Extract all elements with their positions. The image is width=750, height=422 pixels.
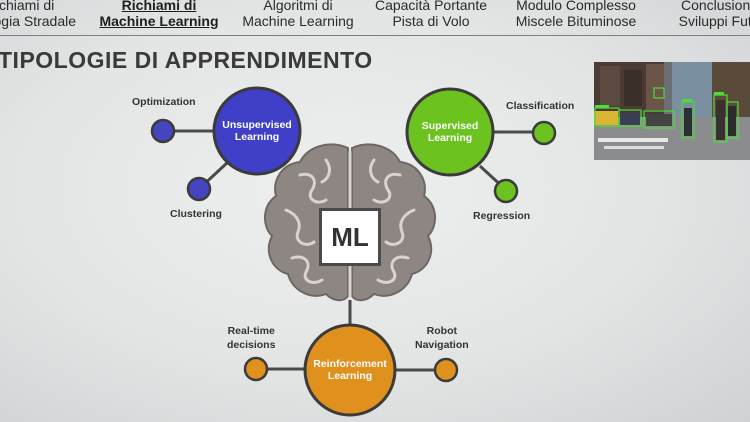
optimization-label: Optimization	[132, 96, 196, 108]
reinforcement-label-line2: Learning	[327, 370, 373, 382]
top-navigation: Richiami di Geologia Stradale Richiami d…	[0, 0, 750, 36]
realtime-decisions-label: Real-time decisions	[227, 324, 275, 352]
nav-item-capacita-portante[interactable]: Capacità Portante Pista di Volo	[366, 0, 496, 29]
nav-item-line1: Algoritmi di	[263, 0, 333, 13]
regression-dot	[493, 178, 519, 204]
unsupervised-label-line1: Unsupervised	[222, 119, 292, 131]
reinforcement-node-circle	[303, 323, 397, 417]
nav-item-geologia-stradale[interactable]: Richiami di Geologia Stradale	[0, 0, 82, 29]
object-detection-photo	[594, 62, 750, 160]
realtime-decisions-line1: Real-time	[227, 325, 275, 337]
regression-label: Regression	[473, 210, 531, 222]
nav-item-conclusioni[interactable]: Conclusioni e Sviluppi Futuri	[664, 0, 750, 29]
nav-item-line2: Sviluppi Futuri	[678, 13, 750, 29]
unsupervised-label-line2: Learning	[234, 131, 280, 143]
unsupervised-node-circle	[212, 86, 302, 176]
supervised-label: Supervised Learning	[410, 120, 490, 144]
realtime-decisions-line2: decisions	[227, 339, 276, 351]
classification-dot	[531, 120, 557, 146]
nav-item-modulo-complesso[interactable]: Modulo Complesso Miscele Bituminose	[504, 0, 648, 29]
nav-item-line1: Richiami di	[0, 0, 55, 13]
page-title: TIPOLOGIE DI APPRENDIMENTO	[0, 47, 373, 73]
realtime-decisions-dot	[243, 356, 269, 382]
nav-divider	[0, 35, 750, 36]
optimization-dot	[150, 118, 176, 144]
nav-item-line2: Geologia Stradale	[0, 13, 77, 29]
nav-item-line1: Capacità Portante	[374, 0, 488, 13]
nav-item-line2: Miscele Bituminose	[515, 13, 637, 29]
reinforcement-label-line1: Reinforcement	[313, 358, 387, 370]
robot-navigation-line1: Robot	[426, 325, 457, 337]
nav-item-algoritmi[interactable]: Algoritmi di Machine Learning	[236, 0, 360, 29]
nav-item-line2: Pista di Volo	[392, 13, 470, 29]
nav-item-line2: Machine Learning	[99, 13, 219, 29]
ml-center-box: ML	[319, 208, 381, 266]
nav-item-machine-learning[interactable]: Richiami di Machine Learning	[96, 0, 222, 29]
supervised-label-line2: Learning	[427, 132, 473, 144]
supervised-node-circle	[405, 87, 495, 177]
supervised-label-line1: Supervised	[421, 120, 479, 132]
unsupervised-label: Unsupervised Learning	[217, 119, 297, 143]
clustering-dot	[186, 176, 212, 202]
robot-navigation-label: Robot Navigation	[415, 324, 469, 352]
nav-item-line2: Machine Learning	[242, 13, 354, 29]
nav-item-line1: Modulo Complesso	[516, 0, 636, 13]
nav-item-line1: Conclusioni e	[680, 0, 750, 13]
robot-navigation-line2: Navigation	[415, 339, 469, 351]
robot-navigation-dot	[433, 357, 459, 383]
reinforcement-label: Reinforcement Learning	[310, 358, 390, 382]
nav-item-line1: Richiami di	[121, 0, 197, 13]
clustering-label: Clustering	[170, 208, 222, 220]
classification-label: Classification	[506, 100, 575, 112]
